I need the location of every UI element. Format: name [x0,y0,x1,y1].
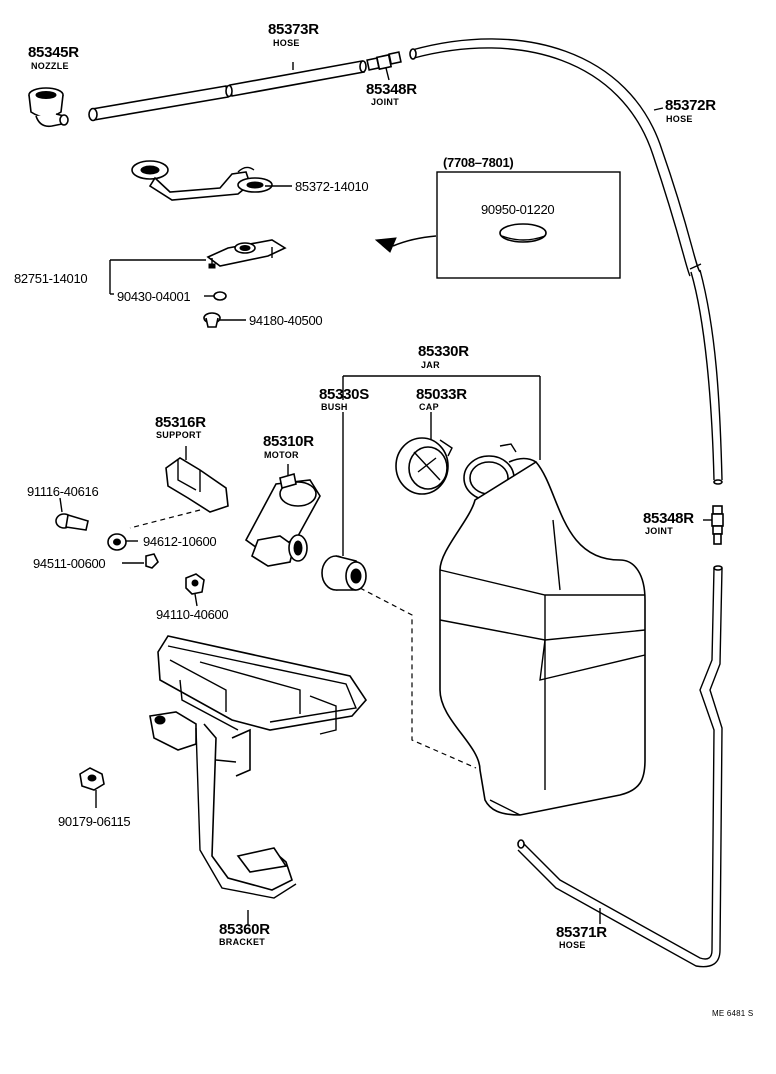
jar-name: JAR [421,360,440,370]
nozzle-name: NOZZLE [31,61,69,71]
pipe-number: 85372-14010 [295,179,369,194]
hose-lower-name: HOSE [559,940,586,950]
hose-long-name: HOSE [666,114,693,124]
washer-number: 94612-10600 [143,534,217,549]
support-part [165,446,229,513]
joint-upper-number: 85348R [366,81,417,98]
cap-name: CAP [419,402,439,412]
grommet-bolt-number: 90179-06115 [58,814,131,829]
motor-name: MOTOR [264,450,299,460]
motor-part [244,464,321,567]
hose-upper-name: HOSE [273,38,300,48]
bush-name: BUSH [321,402,348,412]
cap-number: 85033R [416,386,467,403]
jar-number: 85330R [418,343,469,360]
support-name: SUPPORT [156,430,202,440]
bush-part [321,555,367,591]
bolt-number: 91116-40616 [27,484,99,499]
small-washer-part [213,291,227,301]
nut-part [185,573,205,607]
long-hose-part [409,38,723,485]
lower-hose-part [517,565,723,968]
bolt-part [55,497,89,531]
hose-long-number: 85372R [665,97,716,114]
cap-part [395,437,453,495]
footer-code: ME 6481 S [712,1009,754,1018]
clip-number: 94180-40500 [249,313,323,328]
joint-lower-name: JOINT [645,526,674,536]
jar-part [439,443,646,816]
joint-upper-name: JOINT [371,97,400,107]
motor-number: 85310R [263,433,314,450]
support-number: 85316R [155,414,206,431]
clip-part [203,312,221,328]
nozzle-number: 85345R [28,44,79,61]
upper-joint-part [366,51,402,81]
hose-upper-number: 85373R [268,21,319,38]
variant-box [374,171,621,279]
small-nut-part [122,553,159,569]
bracket-number: 85360R [219,921,270,938]
lower-joint-part [703,505,724,545]
upper-hose-part [88,60,367,122]
washer-part [107,533,138,551]
bracket-name: BRACKET [219,937,266,947]
hose-lower-number: 85371R [556,924,607,941]
bush-number: 85330S [319,386,369,403]
small-nut-number: 94511-00600 [33,556,106,571]
nut-number: 94110-40600 [156,607,229,622]
small-washer-number: 90430-04001 [117,289,191,304]
plate-part [206,239,287,269]
pipe-part [131,160,273,201]
bracket-part [149,635,368,924]
grommet-bolt-part [79,767,105,808]
variant-number: 90950-01220 [481,202,555,217]
variant-range: (7708–7801) [443,155,514,170]
nozzle-part [28,87,69,128]
plate-number: 82751-14010 [14,271,88,286]
joint-lower-number: 85348R [643,510,694,527]
